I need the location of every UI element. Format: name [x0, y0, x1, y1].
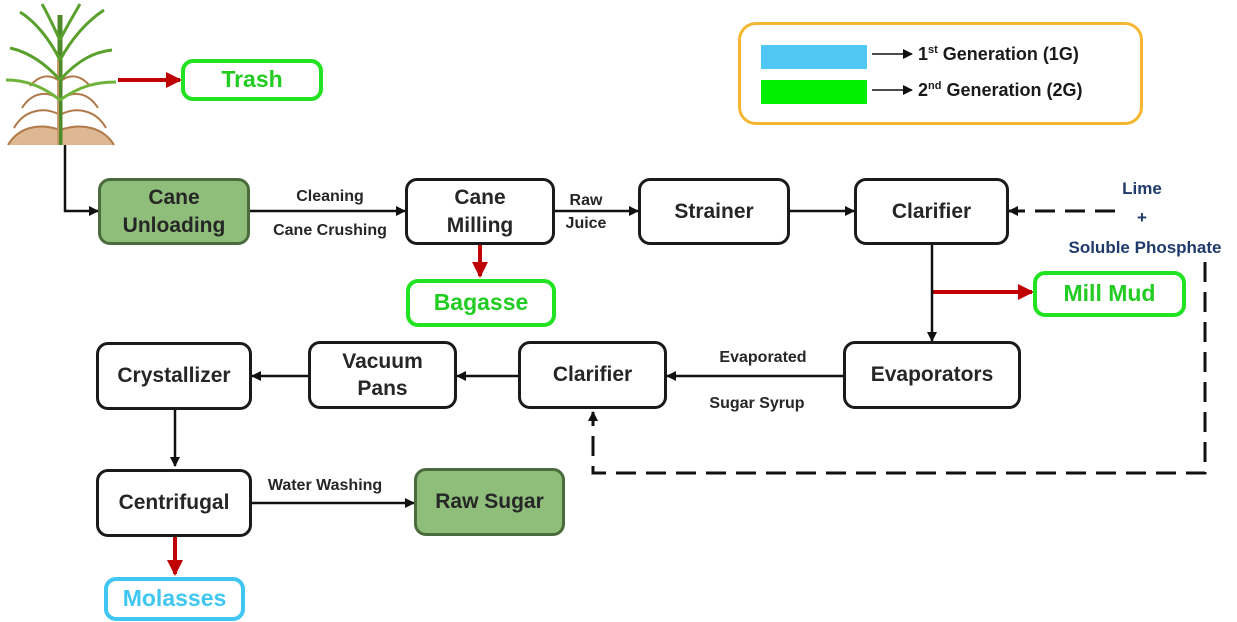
- legend-label-1g: 1st Generation (1G): [918, 44, 1079, 64]
- additive-plus: +: [1137, 208, 1147, 227]
- node-trash: Trash: [181, 59, 323, 101]
- sugarcane-plant-icon: [5, 3, 117, 146]
- node-clarifier-1: Clarifier: [854, 178, 1009, 245]
- additive-lime: Lime: [1122, 179, 1162, 198]
- edge-label-evaporated: Evaporated: [719, 349, 807, 366]
- node-vacuum-pans: Vacuum Pans: [308, 341, 457, 409]
- node-clarifier-2: Clarifier: [518, 341, 667, 409]
- node-molasses: Molasses: [104, 577, 245, 621]
- legend-swatch-1g: [761, 45, 867, 69]
- edge-label-raw: Raw: [569, 192, 603, 209]
- additive-soluble-phosphate: Soluble Phosphate: [1068, 238, 1222, 257]
- node-strainer: Strainer: [638, 178, 790, 245]
- node-crystallizer: Crystallizer: [96, 342, 252, 410]
- node-evaporators: Evaporators: [843, 341, 1021, 409]
- legend-label-2g: 2nd Generation (2G): [918, 80, 1083, 100]
- edge-label-sugar-syrup: Sugar Syrup: [709, 395, 805, 412]
- node-mill-mud: Mill Mud: [1033, 271, 1186, 317]
- node-centrifugal: Centrifugal: [96, 469, 252, 537]
- edge-label-water-washing: Water Washing: [267, 477, 383, 494]
- edge-label-juice: Juice: [565, 215, 607, 232]
- legend: 1st Generation (1G) 2nd Generation (2G): [738, 22, 1143, 125]
- legend-swatch-2g: [761, 80, 867, 104]
- edge-label-cleaning: Cleaning: [296, 188, 364, 205]
- arrow-plant-to-unloading: [63, 145, 99, 216]
- dashed-arrow-phosphate-to-clarifier: [588, 262, 1207, 475]
- node-raw-sugar: Raw Sugar: [414, 468, 565, 536]
- node-bagasse: Bagasse: [406, 279, 556, 327]
- node-cane-milling: Cane Milling: [405, 178, 555, 245]
- edge-label-cane-crushing: Cane Crushing: [273, 222, 387, 239]
- node-cane-unloading: Cane Unloading: [98, 178, 250, 245]
